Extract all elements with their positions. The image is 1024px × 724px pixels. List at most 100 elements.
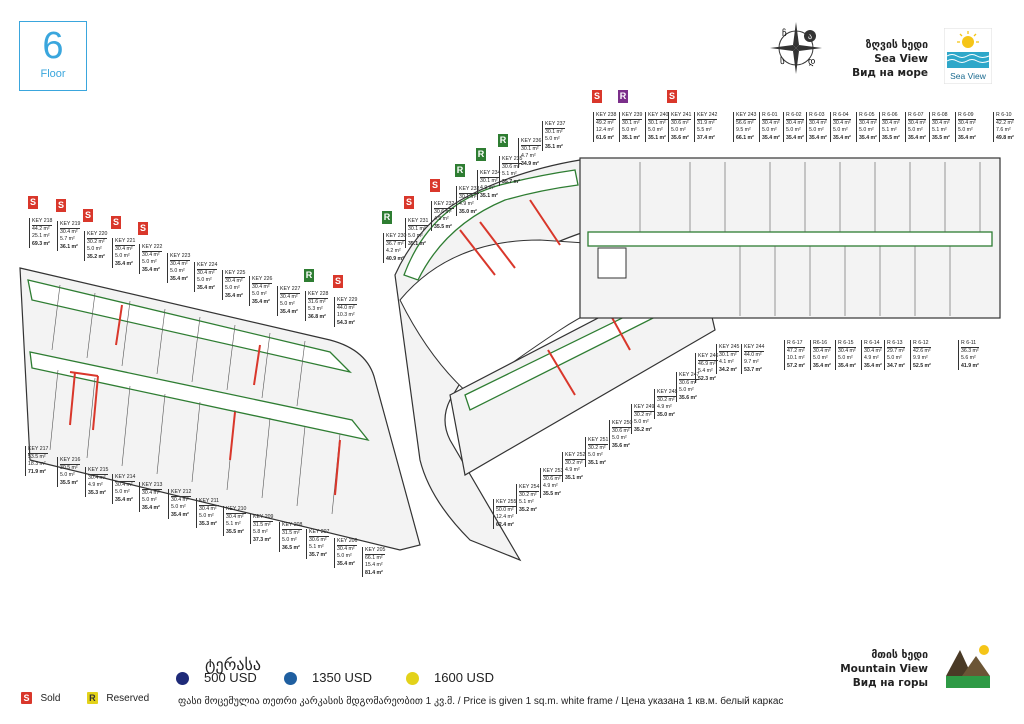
- unit-key: KEY 245: [719, 344, 740, 353]
- left-red-walls: [69, 304, 341, 496]
- unit-area: 5.1 m²: [519, 499, 534, 506]
- price-label-500: 500 USD: [204, 670, 257, 685]
- unit-area: 30.4 m²: [833, 120, 851, 127]
- price-note: ფასი მოცემულია თეთრი კარკასის მდგომარეობ…: [178, 696, 784, 707]
- unit-area: 30.1 m²: [622, 120, 640, 127]
- unit-area: 15.4 m²: [365, 562, 383, 569]
- unit-area: 25.1 m²: [32, 233, 50, 240]
- unit-total-area: 35.5 m²: [226, 528, 244, 535]
- unit-area: 30.1 m²: [719, 352, 737, 359]
- unit-key: KEY 239: [622, 112, 643, 121]
- unit-area: 30.1 m²: [459, 194, 477, 201]
- unit-total-area: 35.5 m²: [434, 223, 452, 230]
- unit-area: 30.4 m²: [226, 514, 244, 521]
- unit-total-area: 35.3 m²: [88, 489, 106, 496]
- unit-total-area: 35.4 m²: [142, 504, 160, 511]
- unit-area: 5.0 m²: [838, 355, 853, 362]
- reserved-marker: R: [476, 148, 486, 161]
- unit-key: R 6-13: [887, 340, 905, 349]
- unit-key: KEY 221: [115, 238, 136, 247]
- sold-badge: S: [21, 692, 32, 704]
- floor-number: 6: [42, 25, 64, 67]
- stair-core: [597, 247, 627, 279]
- unit-key: R 6-10: [996, 112, 1014, 121]
- unit-area: 30.6 m²: [502, 164, 520, 171]
- unit-total-area: 53.7 m²: [744, 366, 762, 373]
- unit-key: KEY 231: [408, 218, 429, 227]
- unit-total-area: 81.4 m²: [365, 569, 383, 576]
- unit-area: 5.0 m²: [809, 127, 824, 134]
- unit-area: 5.0 m²: [225, 285, 240, 292]
- price-legend-title: ტერასა: [205, 657, 261, 674]
- unit-area: 5.0 m²: [762, 127, 777, 134]
- unit-area: 30.4 m²: [280, 294, 298, 301]
- unit-key: R 6-14: [864, 340, 882, 349]
- unit-area: 5.1 m²: [932, 127, 947, 134]
- unit-area: 5.1 m²: [309, 544, 324, 551]
- unit-area: 5.0 m²: [545, 136, 560, 143]
- unit-area: 66.1 m²: [365, 555, 383, 562]
- mountain-view-icon: [944, 640, 992, 690]
- unit-total-area: 35.4 m²: [170, 275, 188, 282]
- unit-total-area: 71.9 m²: [28, 468, 46, 475]
- unit-area: 30.4 m²: [252, 284, 270, 291]
- unit-area: 30.6 m²: [309, 537, 327, 544]
- sea-view-ru: Вид на море: [852, 67, 928, 79]
- unit-key: KEY 244: [744, 344, 765, 353]
- unit-area: 5.0 m²: [252, 291, 267, 298]
- unit-area: 30.4 m²: [142, 252, 160, 259]
- unit-area: 30.4 m²: [838, 348, 856, 355]
- unit-area: 5.0 m²: [612, 435, 627, 442]
- unit-total-area: 54.3 m²: [337, 319, 355, 326]
- unit-key: KEY 224: [197, 262, 218, 271]
- unit-area: 4.7 m²: [521, 153, 536, 160]
- unit-total-area: 52.3 m²: [698, 375, 716, 382]
- unit-area: 5.0 m²: [142, 259, 157, 266]
- unit-area: 30.4 m²: [170, 261, 188, 268]
- unit-area: 53.5 m²: [28, 454, 46, 461]
- unit-key: KEY 220: [87, 231, 108, 240]
- left-wing-rooms: [49, 284, 341, 515]
- unit-key: KEY 218: [32, 218, 53, 227]
- unit-area: 18.3 m²: [28, 461, 46, 468]
- unit-area: 31.6 m²: [308, 299, 326, 306]
- unit-key: KEY 252: [565, 452, 586, 461]
- unit-key: KEY 249: [634, 404, 655, 413]
- unit-area: 30.4 m²: [813, 348, 831, 355]
- floor-badge: 6 Floor: [19, 21, 87, 91]
- unit-area: 42.6 m²: [913, 348, 931, 355]
- unit-total-area: 35.4 m²: [809, 134, 827, 141]
- unit-total-area: 35.7 m²: [309, 551, 327, 558]
- unit-area: 5.7 m²: [60, 236, 75, 243]
- unit-area: 30.6 m²: [434, 209, 452, 216]
- sold-marker: S: [430, 179, 440, 192]
- unit-area: 56.6 m²: [736, 120, 754, 127]
- unit-area: 30.4 m²: [199, 506, 217, 513]
- unit-area: 30.2 m²: [565, 460, 583, 467]
- unit-total-area: 36.5 m²: [282, 544, 300, 551]
- unit-total-area: 35.4 m²: [813, 362, 831, 369]
- unit-total-area: 35.4 m²: [171, 511, 189, 518]
- unit-area: 46.9 m²: [698, 361, 716, 368]
- unit-area: 30.4 m²: [142, 490, 160, 497]
- unit-key: KEY 227: [280, 286, 301, 295]
- unit-key: R 6-05: [859, 112, 877, 121]
- unit-key: R6-16: [813, 340, 831, 349]
- unit-area: 7.6 m²: [996, 127, 1011, 134]
- right-wing: [579, 157, 1001, 319]
- unit-area: 30.1 m²: [480, 178, 498, 185]
- sold-label: Sold: [40, 693, 61, 704]
- sold-marker: S: [592, 90, 602, 103]
